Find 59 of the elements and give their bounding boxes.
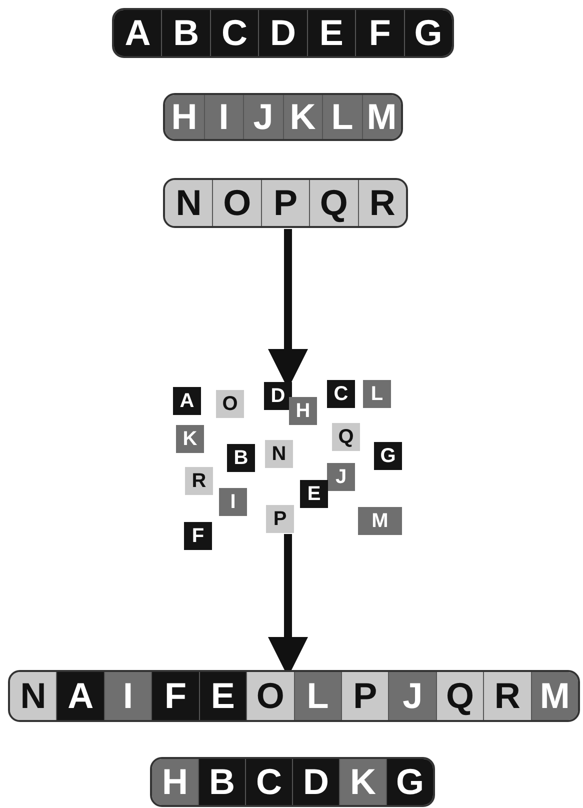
letter-strand — [163, 178, 408, 228]
letter-segment: B — [162, 10, 211, 56]
letter-tile: N — [265, 440, 293, 468]
letter-tile: C — [327, 380, 355, 408]
letter-segment: I — [104, 672, 152, 720]
letter-tile: E — [300, 480, 328, 508]
letter-segment: M — [362, 95, 401, 139]
letter-segment: Q — [436, 672, 484, 720]
letter-segment: C — [210, 10, 260, 56]
letter-segment: C — [246, 759, 293, 805]
letter-segment: K — [284, 95, 323, 139]
letter-strand — [8, 670, 580, 722]
letter-segment: I — [204, 95, 244, 139]
letter-strand — [150, 757, 435, 807]
letter-segment: P — [262, 180, 310, 226]
letter-tile: G — [374, 442, 402, 470]
letter-segment: A — [114, 10, 162, 56]
letter-segment: G — [387, 759, 433, 805]
letter-tile: P — [266, 505, 294, 533]
letter-segment: D — [293, 759, 340, 805]
letter-strand — [163, 93, 403, 141]
letter-tile: L — [363, 380, 391, 408]
letter-segment: L — [323, 95, 362, 139]
letter-tile: B — [227, 444, 255, 472]
letter-segment: M — [532, 672, 578, 720]
letter-segment: F — [152, 672, 200, 720]
letter-segment: E — [308, 10, 356, 56]
letter-segment: R — [484, 672, 532, 720]
letter-segment: G — [404, 10, 452, 56]
letter-tile: M — [358, 507, 402, 535]
letter-segment: N — [10, 672, 58, 720]
letter-tile: I — [219, 488, 247, 516]
letter-segment: O — [213, 180, 262, 226]
letter-segment: B — [199, 759, 246, 805]
letter-segment: R — [358, 180, 406, 226]
letter-tile: O — [216, 390, 244, 418]
letter-strand — [112, 8, 454, 58]
letter-segment: A — [57, 672, 105, 720]
letter-segment: H — [152, 759, 199, 805]
letter-tile: R — [185, 467, 213, 495]
letter-segment: P — [342, 672, 390, 720]
letter-tile: D — [264, 382, 292, 410]
letter-segment: K — [340, 759, 387, 805]
letter-tile: H — [289, 397, 317, 425]
letter-tile: F — [184, 522, 212, 550]
letter-segment: O — [247, 672, 295, 720]
letter-tile: A — [173, 387, 201, 415]
letter-tile: K — [176, 425, 204, 453]
letter-segment: D — [259, 10, 308, 56]
letter-segment: Q — [310, 180, 359, 226]
letter-segment: F — [356, 10, 405, 56]
letter-segment: J — [244, 95, 284, 139]
letter-tile: J — [327, 463, 355, 491]
letter-segment: H — [165, 95, 204, 139]
letter-segment: L — [294, 672, 342, 720]
letter-tile: Q — [332, 423, 360, 451]
letter-segment: E — [200, 672, 248, 720]
letter-segment: N — [165, 180, 214, 226]
letter-segment: J — [389, 672, 437, 720]
